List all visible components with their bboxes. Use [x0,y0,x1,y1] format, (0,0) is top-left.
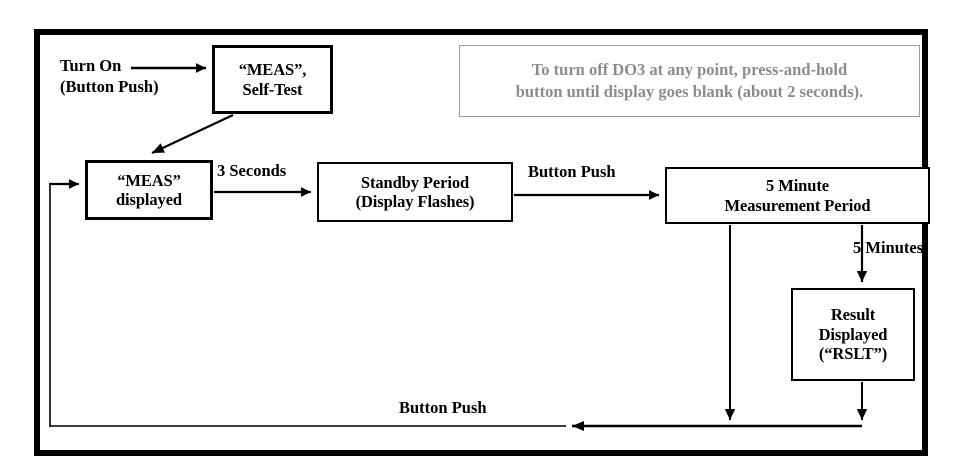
note-line-2: button until display goes blank (about 2… [515,82,864,101]
node-measurement-period[interactable]: 5 Minute Measurement Period [665,167,930,224]
note-box-turn-off-instructions: To turn off DO3 at any point, press-and-… [459,45,920,117]
node-measurement-period-line-1: 5 Minute [766,176,829,196]
node-standby-period-line-2: (Display Flashes) [355,192,475,211]
node-meas-displayed[interactable]: “MEAS” displayed [85,160,213,220]
label-turn-on-line-1: Turn On [60,56,122,75]
label-button-push-return: Button Push [399,398,487,417]
node-result-displayed-line-3: (“RSLT”) [818,344,888,364]
node-meas-self-test[interactable]: “MEAS”, Self-Test [212,45,333,114]
label-button-push-to-measurement: Button Push [528,162,616,181]
label-turn-on: Turn On (Button Push) [60,55,159,97]
node-standby-period[interactable]: Standby Period (Display Flashes) [317,162,513,222]
node-meas-displayed-line-1: “MEAS” [117,170,181,190]
node-meas-self-test-line-1: “MEAS”, [238,60,307,80]
node-result-displayed[interactable]: Result Displayed (“RSLT”) [791,288,915,381]
node-standby-period-line-1: Standby Period [360,172,470,192]
node-meas-self-test-line-2: Self-Test [242,79,303,99]
label-turn-on-line-2: (Button Push) [60,77,159,97]
node-result-displayed-line-1: Result [830,305,876,325]
label-five-minutes: 5 Minutes [853,238,924,257]
node-result-displayed-line-2: Displayed [818,324,888,344]
note-line-1: To turn off DO3 at any point, press-and-… [531,59,848,79]
label-three-seconds: 3 Seconds [217,161,287,180]
node-meas-displayed-line-2: displayed [115,190,183,209]
node-measurement-period-line-2: Measurement Period [724,195,871,215]
